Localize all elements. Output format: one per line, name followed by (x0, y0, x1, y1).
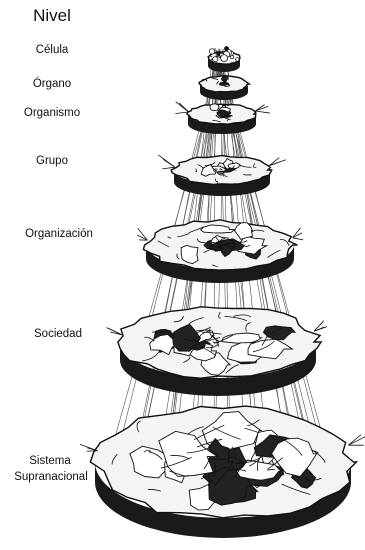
rim-sprig (137, 235, 147, 240)
layer-org (137, 220, 303, 283)
rim-sprig (269, 162, 278, 166)
rim-sprig (138, 228, 148, 240)
rim-sprig (255, 111, 270, 113)
cell-dot (213, 57, 218, 62)
cell-dot (209, 49, 214, 54)
rim-sprig (179, 103, 188, 112)
cell-dot (224, 47, 228, 51)
cell-dot (217, 51, 220, 54)
level-layers (80, 47, 365, 538)
cell-dot (221, 55, 228, 62)
rim-sprig (269, 158, 279, 166)
cell-dot (236, 58, 240, 62)
layer-society (106, 307, 327, 396)
rim-sprig (293, 238, 304, 240)
rim-sprig (348, 436, 365, 445)
rim-sprig (163, 159, 175, 167)
cell-dot (231, 55, 234, 58)
rim-sprig (293, 228, 301, 238)
layer-organism (175, 102, 270, 134)
layer-supra (80, 406, 365, 538)
layer-group (158, 155, 286, 196)
rim-sprig (293, 233, 302, 238)
layer-organ (199, 76, 249, 100)
rim-sprig (106, 328, 122, 335)
